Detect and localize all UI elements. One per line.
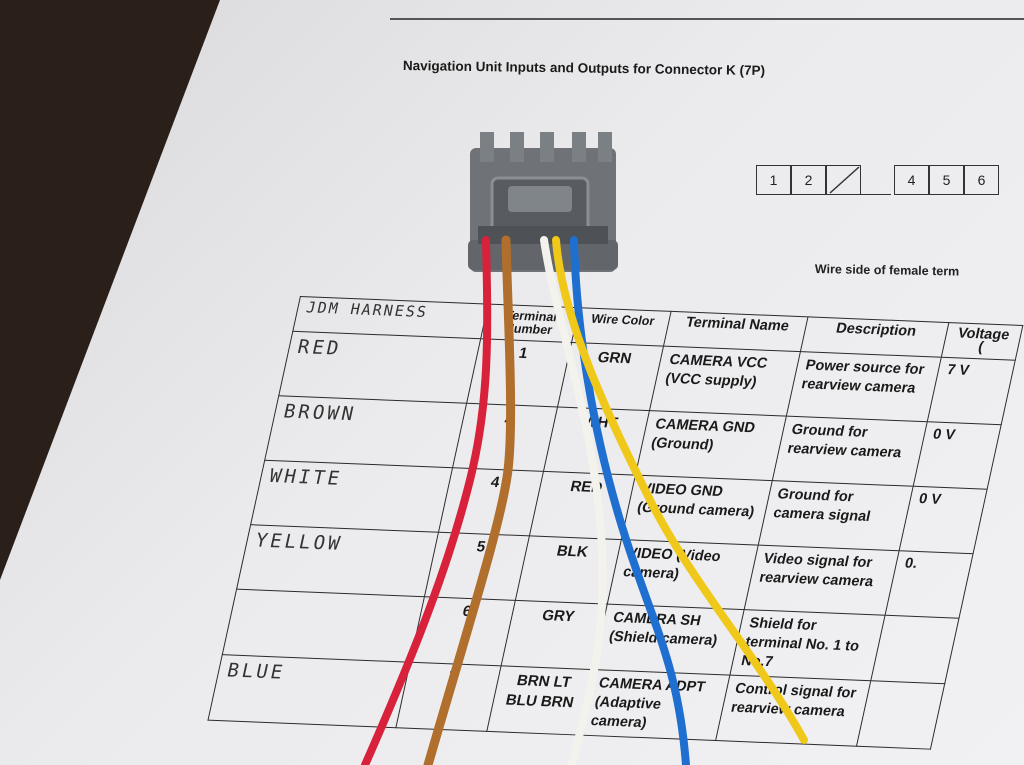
white-wire: [540, 236, 607, 765]
slash-icon: [829, 166, 860, 194]
brown-wire: [423, 235, 516, 765]
terminal-box-3: [826, 165, 861, 195]
yellow-wire: [552, 236, 808, 744]
terminal-box-5: 5: [929, 165, 964, 195]
red-wire: [361, 236, 492, 765]
terminal-box-6: 6: [964, 165, 999, 195]
terminal-latch: [861, 165, 891, 195]
header-rule: [390, 18, 1024, 20]
terminal-box-2: 2: [791, 165, 826, 195]
blue-wire: [570, 236, 690, 765]
terminal-diagram: 1 2 4 5 6: [756, 165, 1024, 205]
terminal-box-1: 1: [756, 165, 791, 195]
terminal-box-4: 4: [894, 165, 929, 195]
